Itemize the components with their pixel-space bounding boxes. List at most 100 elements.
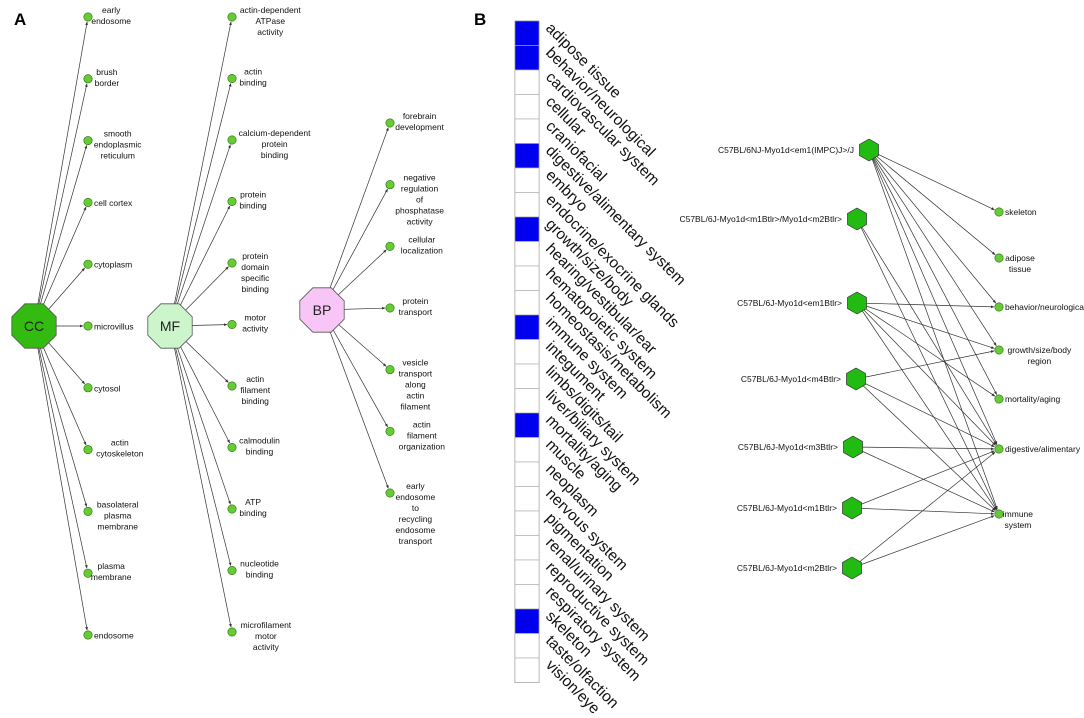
edge-c57bl-6j-myo1d-m4btlr-digestive-alimentary [855, 378, 995, 448]
matrix-cell-mortality-aging [514, 412, 540, 438]
go-term-node [385, 118, 395, 128]
matrix-cell-neoplasm [514, 461, 540, 487]
phenotype-node [994, 302, 1004, 312]
edge-c57bl-6j-myo1d-m4btlr-immune-system [855, 378, 996, 511]
strain-network-nodes: C57BL/6NJ-Myo1d<em1(IMPC)J>/JC57BL/6J-My… [679, 138, 1084, 580]
matrix-cell-cardiovascular-system [514, 69, 540, 95]
phenotype-node [994, 345, 1004, 355]
go-term-node [83, 445, 93, 455]
edge-cc-basolateral-plasma-membrane [33, 325, 88, 507]
go-term-node [227, 135, 237, 145]
edge-bp-forebrain-development [321, 127, 389, 311]
go-term-node [83, 568, 93, 578]
matrix-cell-skeleton [514, 608, 540, 634]
go-term-node [227, 627, 237, 637]
edge-c57bl-6nj-myo1d-em1-impc-j-j-immune-system [868, 149, 998, 510]
go-term-node [385, 241, 395, 251]
strain-node [842, 556, 862, 580]
strain-node [847, 207, 867, 231]
strain-node [859, 138, 879, 162]
go-term-label-microvillus: microvillus [94, 322, 134, 332]
matrix-cell-embryo [514, 167, 540, 193]
edge-mf-actin-dependent-atpase-activity [169, 21, 232, 327]
go-term-node [83, 197, 93, 207]
go-term-node [385, 365, 395, 375]
strain-label-c57bl-6j-myo1d-m1btlr: C57BL/6J-Myo1d<m1Btlr> [737, 503, 837, 513]
matrix-cell-taste-olfaction [514, 633, 540, 659]
matrix-cell-integument [514, 339, 540, 365]
matrix-cell-craniofacial [514, 118, 540, 144]
matrix-cell-reproductive-system [514, 559, 540, 585]
go-term-node [83, 136, 93, 146]
go-term-node [385, 180, 395, 190]
go-term-node [227, 319, 237, 329]
matrix-cell-endocrine-exocrine-glands [514, 192, 540, 218]
strain-node [846, 367, 866, 391]
edge-c57bl-6nj-myo1d-em1-impc-j-j-growth-size-body-region [868, 149, 997, 347]
phenotype-label-skeleton: skeleton [1005, 207, 1037, 217]
matrix-cell-vision-eye [514, 657, 540, 683]
matrix-cell-nervous-system [514, 486, 540, 512]
edge-mf-atp-binding [169, 325, 231, 505]
hub-label-mf: MF [160, 318, 180, 334]
go-term-node [227, 565, 237, 575]
edge-c57bl-6j-myo1d-em1btlr-growth-size-body-region [856, 302, 995, 349]
matrix-cell-limbs-digits-tail [514, 363, 540, 389]
edge-cc-endosome [33, 325, 88, 631]
go-term-node [83, 321, 93, 331]
go-term-node [227, 504, 237, 514]
go-term-node [83, 630, 93, 640]
go-term-node [385, 303, 395, 313]
phenotype-label-mortality-aging: mortality/aging [1005, 394, 1061, 404]
phenotype-node [994, 444, 1004, 454]
phenotype-label-behavior-neurological: behavior/neurological [1005, 302, 1084, 312]
edge-c57bl-6j-myo1d-em1btlr-digestive-alimentary [856, 302, 996, 446]
edge-c57bl-6j-myo1d-em1btlr-behavior-neurological [856, 302, 995, 309]
matrix-cell-renal-urinary-system [514, 535, 540, 561]
strain-label-c57bl-6j-myo1d-m3btlr: C57BL/6J-Myo1d<m3Btlr> [738, 442, 838, 452]
edge-c57bl-6j-myo1d-m3btlr-digestive-alimentary [852, 446, 995, 451]
go-term-node [83, 259, 93, 269]
go-term-node [385, 426, 395, 436]
matrix-cell-respiratory-system [514, 584, 540, 610]
strain-network-edges [851, 149, 998, 569]
edge-cc-plasma-membrane [33, 325, 88, 569]
edge-c57bl-6nj-myo1d-em1-impc-j-j-adipose-tissue [868, 149, 996, 256]
go-term-node [227, 442, 237, 452]
go-term-node [227, 12, 237, 22]
matrix-cell-growth-size-body [514, 216, 540, 242]
edge-bp-early-endosome-to-recycling-endosome-transport [321, 309, 389, 489]
hub-bp [299, 287, 345, 333]
edge-mf-nucleotide-binding [169, 325, 232, 567]
strain-node [842, 496, 862, 520]
hub-mf [147, 303, 193, 349]
go-term-node [83, 383, 93, 393]
edge-cc-brush-border [33, 83, 88, 327]
edge-c57bl-6nj-myo1d-em1-impc-j-j-behavior-neurological [868, 149, 997, 304]
phenotype-matrix [514, 20, 540, 683]
edge-c57bl-6j-myo1d-em1btlr-mortality-aging [856, 302, 996, 397]
strain-label-c57bl-6j-myo1d-m2btlr: C57BL/6J-Myo1d<m2Btlr> [737, 563, 837, 573]
phenotype-node [994, 509, 1004, 519]
go-term-label-cytoplasm: cytoplasm [94, 260, 132, 270]
matrix-cell-liver-biliary-system [514, 388, 540, 414]
hub-label-bp: BP [313, 302, 332, 318]
edge-cc-early-endosome [33, 21, 88, 327]
phenotype-label-digestive-alimentary: digestive/alimentary [1005, 444, 1081, 454]
hub-cc [11, 303, 57, 349]
matrix-cell-hematopoietic-system [514, 265, 540, 291]
